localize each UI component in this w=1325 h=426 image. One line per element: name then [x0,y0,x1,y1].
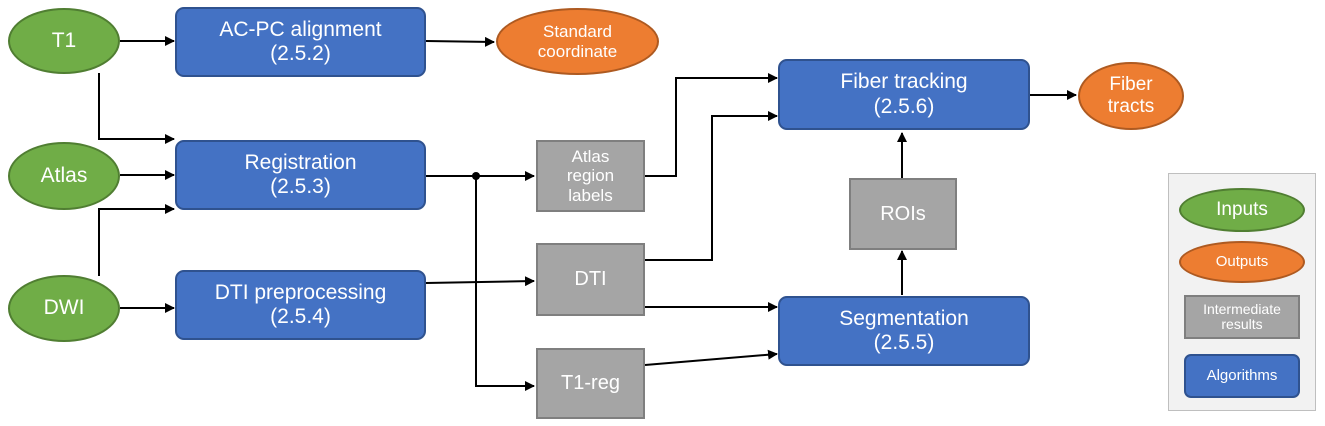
arrow-acpc-to-standard-coordinate [425,36,495,47]
intermediate-rois: ROIs [849,178,957,250]
arrow-dti-to-fiber-tracking [645,111,778,261]
intermediate-dti: DTI [536,243,645,316]
input-atlas-label: Atlas [40,163,88,187]
atlas-labels-line2: region [566,166,615,186]
t1-reg-label: T1-reg [561,372,620,394]
intermediate-t1-reg: T1-reg [536,348,645,419]
input-t1-label: T1 [51,28,77,52]
legend-outputs: Outputs [1179,241,1305,283]
dti-preprocessing-section: (2.5.4) [270,305,331,328]
acpc-section: (2.5.2) [270,42,331,65]
algorithm-dti-preprocessing: DTI preprocessing (2.5.4) [175,270,426,340]
arrow-t1-reg-to-segmentation [644,349,778,366]
legend-inputs: Inputs [1179,188,1305,232]
output-fiber-tracts: Fiber tracts [1078,62,1184,130]
segmentation-name: Segmentation [839,306,969,330]
legend-algorithms: Algorithms [1184,354,1300,398]
fiber-tracking-name: Fiber tracking [840,70,968,94]
atlas-labels-line1: Atlas [571,147,610,167]
input-atlas: Atlas [8,142,120,210]
dti-preprocessing-name: DTI preprocessing [214,280,387,304]
fiber-tracking-section: (2.5.6) [873,94,935,118]
registration-name: Registration [244,150,357,174]
input-dwi-label: DWI [43,296,85,320]
registration-section: (2.5.3) [270,175,331,198]
input-t1: T1 [8,8,120,74]
legend-intermediate: Intermediate results [1184,295,1300,339]
arrow-t1-to-registration [98,73,175,144]
algorithm-acpc-alignment: AC-PC alignment (2.5.2) [175,7,426,77]
arrow-dti-preprocessing-to-dti [425,276,535,287]
arrow-dwi-to-registration [98,204,175,276]
standard-coordinate-line2: coordinate [537,41,618,61]
intermediate-atlas-region-labels: Atlas region labels [536,140,645,212]
algorithm-segmentation: Segmentation (2.5.5) [778,296,1030,366]
atlas-labels-line3: labels [568,185,613,205]
rois-label: ROIs [880,202,926,225]
algorithm-fiber-tracking: Fiber tracking (2.5.6) [778,59,1030,130]
legend-intermediate-line1: Intermediate [1203,300,1281,317]
legend: Inputs Outputs Intermediate results Algo… [1168,173,1316,411]
arrow-atlas-labels-to-fiber-tracking [645,73,778,177]
junction-dot [472,172,480,180]
segmentation-section: (2.5.5) [873,331,935,354]
legend-algorithms-label: Algorithms [1206,367,1278,385]
input-dwi: DWI [8,275,120,342]
acpc-name: AC-PC alignment [219,17,382,41]
fiber-tracts-line2: tracts [1107,96,1155,117]
legend-intermediate-line2: results [1221,316,1263,332]
arrow-registration-to-t1-reg [475,176,535,391]
dti-label: DTI [574,268,607,290]
standard-coordinate-line1: Standard [543,21,612,41]
legend-inputs-label: Inputs [1216,199,1268,221]
output-standard-coordinate: Standard coordinate [496,8,659,75]
algorithm-registration: Registration (2.5.3) [175,140,426,210]
fiber-tracts-line1: Fiber [1109,74,1153,96]
legend-outputs-label: Outputs [1215,253,1269,271]
